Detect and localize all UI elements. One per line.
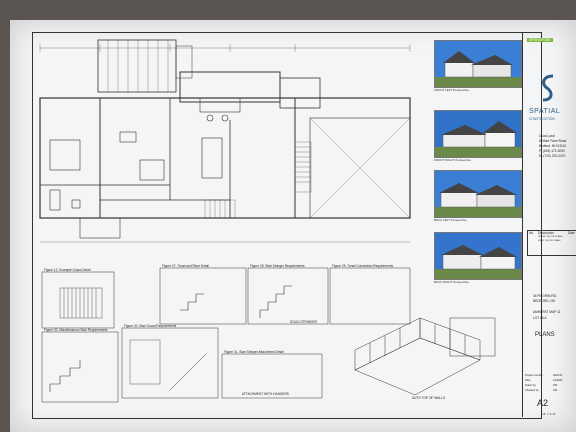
detail-caption: ATTACHMENT WITH HANGERS: [242, 392, 289, 396]
detail-caption: Figure 12. Example Guard Detail: [44, 268, 91, 272]
revision-entry: FIRST QUOTE PLANS: [538, 240, 561, 242]
client-name: Chad Land: [539, 134, 555, 138]
field-label: Checked by: [525, 389, 539, 392]
logo-tag: SPRINGPOINT: [527, 38, 553, 42]
project-number: 2022-01: [553, 374, 563, 377]
revisions-header: Description: [538, 231, 554, 235]
site-address: BEDFORD, NH: [533, 299, 555, 303]
back-left-perspective-image: [434, 170, 522, 218]
perspective-caption: BACK LEFT Perspective: [434, 218, 467, 222]
sheet-title: PLANS: [535, 332, 555, 338]
detail-caption: Figure 29. Tread Connection Requirements: [332, 264, 394, 268]
sheet-number: A2: [537, 398, 549, 408]
client-phone: M: (720) 220-0470: [539, 154, 566, 158]
back-right-perspective-image: [434, 232, 522, 280]
front-left-perspective-image: [434, 40, 522, 88]
title-block: SPRINGPOINT SPATIAL CONSTRUCTION Chad La…: [522, 32, 576, 417]
perspective-caption: FRONT RIGHT Perspective: [434, 158, 471, 162]
client-address: Bedford, NH 03110: [539, 144, 567, 148]
client-address: 60 Barr Farm Road: [539, 139, 567, 143]
detail-caption: Figure 30. Miscellaneous Stair Requireme…: [44, 328, 108, 332]
drawing-sheet: Figure 12. Example Guard Detail Figure 2…: [10, 20, 576, 432]
sheet-border: [32, 32, 542, 419]
revision-entry: ISSUED QUOTE PLANS: [538, 236, 563, 238]
field-label: Date: [525, 379, 531, 382]
detail-caption: Figure 27. Tread and Riser Detail: [162, 264, 209, 268]
map-lot: AMHERST MAP 11: [533, 310, 561, 314]
detail-caption: AUTO TOP OF WALLS: [412, 396, 445, 400]
perspective-caption: BACK RIGHT Perspective: [434, 280, 469, 284]
floor-plan-drawing: [39, 39, 496, 403]
client-phone: P: (603) 472-3090: [539, 149, 565, 153]
detail-caption: Figure 28. Stair Stringer Requirements: [250, 264, 305, 268]
site-address: 34 PILGRIM RD.: [533, 294, 557, 298]
revisions-table: No. Description Date ISSUED QUOTE PLANS …: [527, 230, 576, 256]
front-right-perspective-image: [434, 110, 522, 158]
field-label: Project number: [525, 374, 543, 377]
detail-caption: Figure 31. Stair Stringer Attachment Det…: [224, 350, 284, 354]
company-sub: CONSTRUCTION: [529, 117, 555, 121]
company-name: SPATIAL: [529, 108, 561, 115]
map-lot: LOT 16-6: [533, 316, 547, 320]
revisions-header: Date: [568, 231, 575, 235]
perspective-caption: FRONT LEFT Perspective: [434, 88, 469, 92]
field-label: Drawn by: [525, 384, 536, 387]
detail-caption: SOLID STRINGER: [290, 320, 317, 324]
drawn-by: KW: [553, 384, 558, 387]
detail-caption: Figure 30. Stair Guard Requirements: [124, 324, 177, 328]
checked-by: KW: [553, 389, 558, 392]
sheet-date: 12/2022: [553, 379, 563, 382]
spatial-logo-icon: [542, 74, 554, 102]
drawing-scale: 1/4" = 1'-0": [541, 412, 556, 416]
revisions-header: No.: [529, 231, 534, 235]
